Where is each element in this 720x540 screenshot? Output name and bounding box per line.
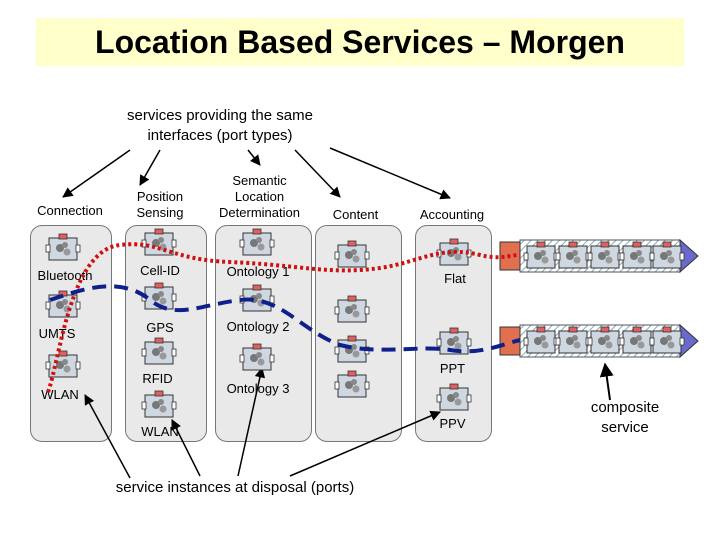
piece-wlan-connection xyxy=(45,350,81,378)
blue-composition-path xyxy=(49,284,521,354)
item-cell-id: Cell-ID xyxy=(140,263,180,278)
piece-ontology-1 xyxy=(239,228,275,256)
composite-bar-1 xyxy=(499,238,699,274)
piece-bluetooth xyxy=(45,233,81,261)
item-ppt: PPT xyxy=(439,361,466,376)
item-wlan-position: WLAN xyxy=(141,424,179,439)
top-note: services providing the same interfaces (… xyxy=(100,106,340,146)
arrow-to-content xyxy=(294,149,341,198)
bottom-note: service instances at disposal (ports) xyxy=(115,479,355,496)
header-semantic-line2: Location xyxy=(234,189,285,204)
arrow-to-rfid xyxy=(171,419,201,477)
composite-note: composite service xyxy=(560,398,690,438)
top-note-line2: interfaces (port types) xyxy=(147,127,293,144)
piece-rfid xyxy=(141,337,177,365)
header-accounting: Accounting xyxy=(419,207,485,222)
item-ontology-1: Ontology 1 xyxy=(226,264,290,279)
item-wlan-connection: WLAN xyxy=(41,387,79,402)
header-position-line2: Sensing xyxy=(136,205,184,220)
header-position-line1: Position xyxy=(136,189,184,204)
header-position: Position Sensing xyxy=(125,189,195,221)
header-semantic-line1: Semantic xyxy=(232,173,287,188)
top-note-line1: services providing the same xyxy=(127,107,313,124)
item-ppv: PPV xyxy=(439,416,466,431)
red-composition-path xyxy=(46,242,521,393)
page-title: Location Based Services – Morgen xyxy=(95,23,625,60)
arrow-to-composite xyxy=(599,362,614,401)
item-gps: GPS xyxy=(146,320,174,335)
composite-note-line2: service xyxy=(601,419,649,436)
arrow-to-ppv xyxy=(289,410,441,477)
arrow-to-connection xyxy=(62,149,131,198)
header-semantic: Semantic Location Determination xyxy=(212,173,307,221)
header-content: Content xyxy=(332,207,379,222)
composite-bar-2 xyxy=(499,323,699,359)
piece-wlan-position xyxy=(141,390,177,418)
piece-ontology-3 xyxy=(239,343,275,371)
item-umts: UMTS xyxy=(38,326,76,341)
header-connection: Connection xyxy=(37,203,103,218)
piece-ppv xyxy=(436,383,472,411)
arrow-to-position xyxy=(139,149,161,186)
arrow-to-ontology3 xyxy=(237,366,266,477)
piece-content-2 xyxy=(334,295,370,323)
piece-content-1 xyxy=(334,240,370,268)
title-banner: Location Based Services – Morgen xyxy=(36,18,684,66)
arrow-to-wlan xyxy=(84,394,131,479)
header-semantic-line3: Determination xyxy=(219,205,300,220)
composite-note-line1: composite xyxy=(590,399,660,416)
connection-column xyxy=(30,225,112,442)
item-bluetooth: Bluetooth xyxy=(37,268,93,283)
item-rfid: RFID xyxy=(142,371,173,386)
item-flat: Flat xyxy=(444,271,466,286)
arrow-to-semantic xyxy=(247,149,261,166)
item-ontology-2: Ontology 2 xyxy=(226,319,290,334)
piece-content-4 xyxy=(334,370,370,398)
arrow-to-accounting xyxy=(329,147,451,200)
